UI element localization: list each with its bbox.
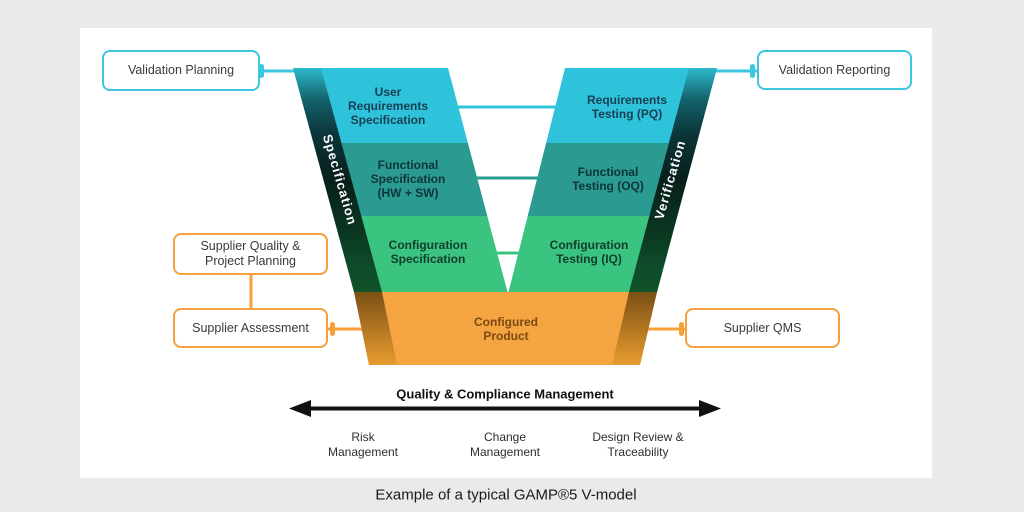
validation-planning-box: Validation Planning xyxy=(102,50,260,91)
label-functional-specification: Functional Specification (HW + SW) xyxy=(370,158,446,200)
specification-edge-strip-base xyxy=(354,292,397,365)
label-user-requirements-specification: User Requirements Specification xyxy=(347,85,429,127)
label-configuration-testing: Configuration Testing (IQ) xyxy=(549,238,629,266)
tab-validation-reporting xyxy=(750,64,755,78)
axis-item-change-management: Change Management xyxy=(469,430,541,459)
band-user-requirements xyxy=(293,68,468,143)
band-functional-specification xyxy=(313,143,488,216)
label-functional-testing: Functional Testing (OQ) xyxy=(572,165,644,193)
supplier-quality-box: Supplier Quality & Project Planning xyxy=(173,233,328,275)
tab-supplier-assessment xyxy=(330,322,335,336)
quality-axis-title: Quality & Compliance Management xyxy=(396,386,614,402)
axis-item-risk-management: Risk Management xyxy=(327,430,399,459)
tab-validation-planning xyxy=(259,64,264,78)
quality-axis-arrowhead-left xyxy=(289,400,311,417)
band-configured-product xyxy=(354,292,657,365)
quality-axis-arrowhead-right xyxy=(699,400,721,417)
validation-reporting-box: Validation Reporting xyxy=(757,50,912,90)
specification-edge-strip xyxy=(293,68,382,292)
figure-caption: Example of a typical GAMP®5 V-model xyxy=(375,486,637,504)
supplier-assessment-box: Supplier Assessment xyxy=(173,308,328,348)
tab-supplier-qms xyxy=(679,322,684,336)
verification-edge-strip-base xyxy=(612,292,657,365)
axis-item-design-review: Design Review & Traceability xyxy=(592,430,684,459)
label-requirements-testing: Requirements Testing (PQ) xyxy=(586,93,668,121)
label-configuration-specification: Configuration Specification xyxy=(388,238,468,266)
supplier-qms-box: Supplier QMS xyxy=(685,308,840,348)
label-configured-product: Configured Product xyxy=(474,315,538,343)
verification-edge-strip xyxy=(629,68,717,292)
band-configuration-specification xyxy=(333,216,508,292)
